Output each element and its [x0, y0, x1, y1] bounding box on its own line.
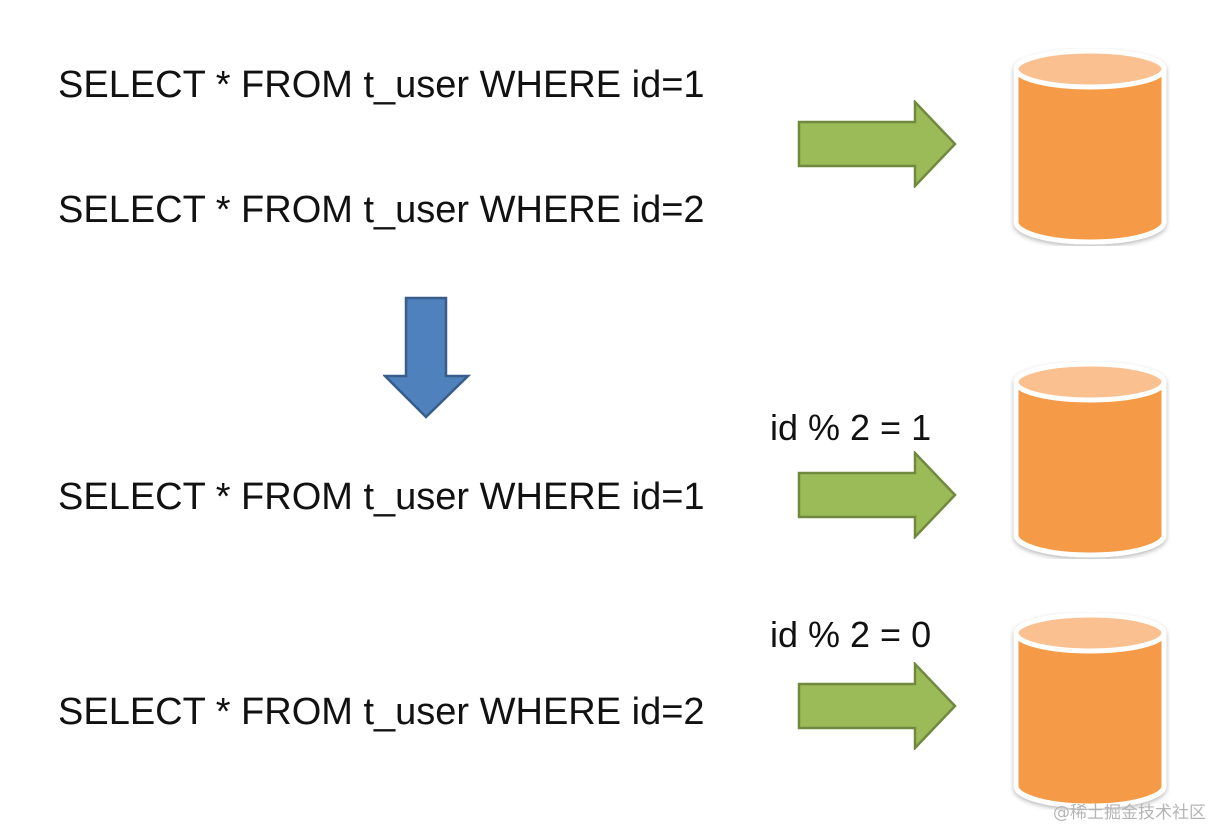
- bottom-query-id-1: SELECT * FROM t_user WHERE id=1: [58, 476, 705, 518]
- down-arrow: [383, 296, 471, 419]
- top-query-id-2: SELECT * FROM t_user WHERE id=2: [58, 189, 705, 231]
- right-arrow-to-single-db: [797, 100, 957, 188]
- database-single-icon: [1013, 48, 1167, 245]
- right-arrow-to-shard-1: [797, 451, 957, 539]
- bottom-query-id-2: SELECT * FROM t_user WHERE id=2: [58, 691, 705, 733]
- shard-condition-odd: id % 2 = 1: [770, 407, 932, 448]
- top-query-id-1: SELECT * FROM t_user WHERE id=1: [58, 64, 705, 106]
- right-arrow-to-shard-2: [797, 662, 957, 750]
- watermark: @稀土掘金技术社区: [1053, 803, 1206, 823]
- database-shard-1-icon: [1013, 361, 1167, 558]
- database-shard-2-icon: [1013, 612, 1167, 809]
- shard-condition-even: id % 2 = 0: [770, 614, 932, 655]
